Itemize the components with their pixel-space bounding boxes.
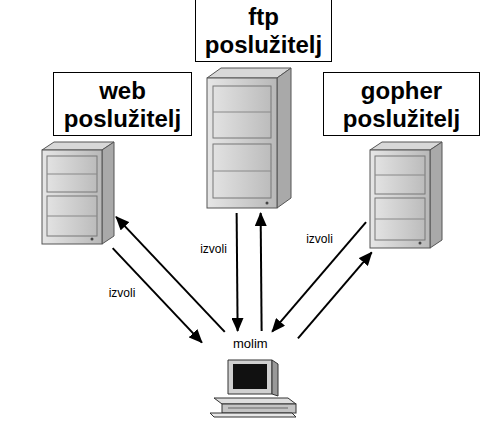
- response-label: izvoli: [198, 242, 229, 256]
- server-title-box: gopher poslužitelj: [323, 72, 480, 136]
- server-node: web poslužitelj: [40, 140, 114, 246]
- server-icon: [368, 140, 444, 252]
- request-arrow: [116, 217, 225, 332]
- server-title-box: web poslužitelj: [53, 72, 192, 136]
- computer-icon: [208, 356, 298, 418]
- request-arrow: [298, 252, 372, 338]
- server-node: ftp poslužitelj: [205, 66, 291, 210]
- request-arrow: [272, 222, 366, 332]
- server-icon: [205, 66, 293, 212]
- request-arrow: [260, 213, 263, 331]
- response-label: izvoli: [107, 286, 138, 300]
- client-node: molim: [204, 334, 296, 418]
- server-node: gopher poslužitelj: [368, 140, 442, 250]
- server-icon: [40, 140, 116, 248]
- request-label: molim: [233, 336, 268, 351]
- request-arrow: [236, 213, 239, 331]
- server-title-box: ftp poslužitelj: [195, 0, 332, 62]
- response-label: izvoli: [304, 232, 335, 246]
